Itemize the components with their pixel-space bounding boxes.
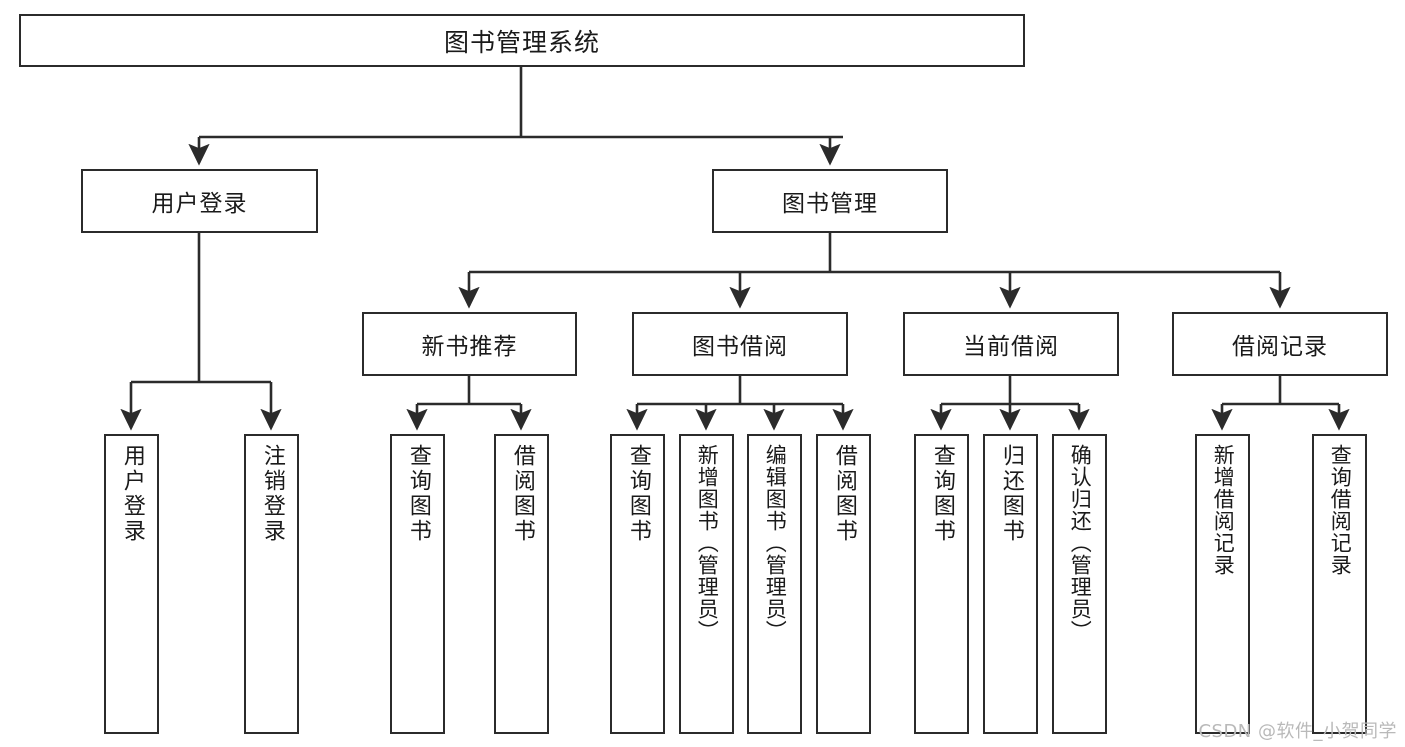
- leaf-label: 查询图书: [929, 444, 955, 544]
- leaf-add-borrow-record[interactable]: 新增借阅记录: [1195, 434, 1250, 734]
- leaf-label: 查询图书: [405, 444, 431, 544]
- node-label: 图书管理系统: [443, 27, 600, 57]
- leaf-query-book-borrow[interactable]: 查询图书: [610, 434, 665, 734]
- node-book-management-system[interactable]: 图书管理系统: [19, 14, 1025, 67]
- leaf-query-book-newbook[interactable]: 查询图书: [390, 434, 445, 734]
- node-book-management[interactable]: 图书管理: [712, 169, 948, 233]
- leaf-label: 借阅图书: [831, 444, 857, 544]
- leaf-query-book-current[interactable]: 查询图书: [914, 434, 969, 734]
- node-borrow-record[interactable]: 借阅记录: [1172, 312, 1388, 376]
- leaf-label: 借阅图书: [509, 444, 535, 544]
- node-current-borrow[interactable]: 当前借阅: [903, 312, 1119, 376]
- leaf-borrow-book-borrow[interactable]: 借阅图书: [816, 434, 871, 734]
- csdn-watermark: CSDN @软件_小贺同学: [1198, 721, 1397, 742]
- leaf-label: 编辑图书（管理员）: [763, 444, 788, 642]
- leaf-label: 新增图书（管理员）: [695, 444, 720, 642]
- node-label: 借阅记录: [1232, 334, 1328, 360]
- leaf-label: 新增借阅记录: [1211, 444, 1236, 576]
- leaf-label: 查询借阅记录: [1328, 444, 1353, 576]
- leaf-return-book[interactable]: 归还图书: [983, 434, 1038, 734]
- node-user-login[interactable]: 用户登录: [81, 169, 318, 233]
- leaf-label: 用户登录: [119, 444, 145, 544]
- leaf-borrow-book-newbook[interactable]: 借阅图书: [494, 434, 549, 734]
- leaf-user-login[interactable]: 用户登录: [104, 434, 159, 734]
- leaf-edit-book-admin[interactable]: 编辑图书（管理员）: [747, 434, 802, 734]
- leaf-label: 查询图书: [625, 444, 651, 544]
- node-label: 用户登录: [151, 191, 248, 217]
- leaf-label: 确认归还（管理员）: [1068, 444, 1093, 642]
- leaf-query-borrow-record[interactable]: 查询借阅记录: [1312, 434, 1367, 734]
- leaf-label: 注销登录: [259, 444, 285, 544]
- node-label: 当前借阅: [963, 334, 1059, 360]
- node-label: 图书管理: [782, 191, 878, 217]
- leaf-confirm-return-admin[interactable]: 确认归还（管理员）: [1052, 434, 1107, 734]
- leaf-label: 归还图书: [998, 444, 1024, 544]
- leaf-logout-login[interactable]: 注销登录: [244, 434, 299, 734]
- leaf-add-book-admin[interactable]: 新增图书（管理员）: [679, 434, 734, 734]
- node-book-borrow[interactable]: 图书借阅: [632, 312, 848, 376]
- node-label: 新书推荐: [421, 334, 518, 360]
- node-new-book-recommend[interactable]: 新书推荐: [362, 312, 577, 376]
- node-label: 图书借阅: [692, 334, 788, 360]
